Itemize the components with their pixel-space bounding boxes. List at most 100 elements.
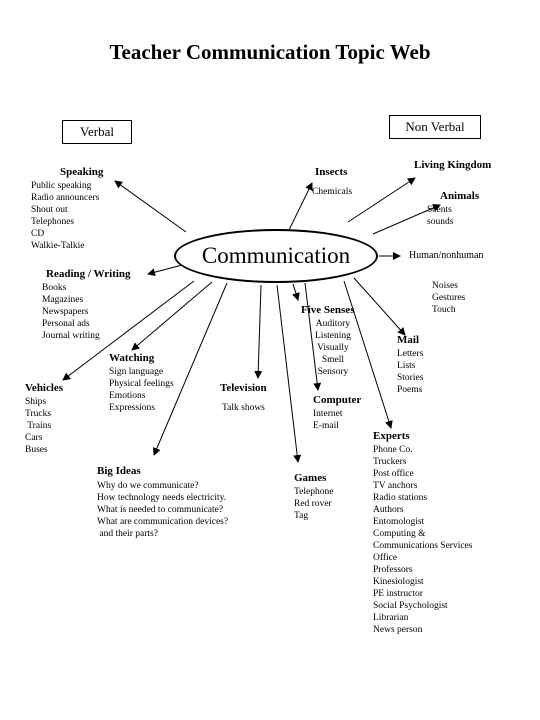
item-text: Trains <box>25 421 52 431</box>
item-text: Tag <box>294 511 309 521</box>
node-television-items: Talk shows <box>222 402 265 414</box>
item-text: Communications Services <box>373 541 473 551</box>
item-text: Magazines <box>42 295 84 305</box>
item-text: Public speaking <box>31 181 92 191</box>
node-reading-title: Reading / Writing <box>46 268 131 280</box>
edge-vehicles <box>62 280 195 381</box>
item-text: Cars <box>25 433 43 443</box>
item-text: Red rover <box>294 499 332 509</box>
edge-insects <box>288 182 313 231</box>
edge-speaking <box>114 180 187 233</box>
item-text: Social Psychologist <box>373 601 448 611</box>
item-text: Sensory <box>317 367 349 377</box>
edge-mail <box>353 277 406 336</box>
item-text: and their parts? <box>97 529 158 539</box>
hub-label: Communication <box>201 243 351 268</box>
item-text: Physical feelings <box>109 379 174 389</box>
item-text: Touch <box>432 305 456 315</box>
item-text: Personal ads <box>42 319 90 329</box>
item-text: PE instructor <box>373 589 423 599</box>
item-text: Letters <box>397 349 424 359</box>
edge-games <box>276 284 302 463</box>
edge-animals <box>372 204 441 235</box>
node-human-title: Human/nonhuman <box>409 250 484 261</box>
nonverbal-legend-box: Non Verbal <box>389 115 481 139</box>
item-text: Professors <box>373 565 413 575</box>
item-text: Entomologist <box>373 517 425 527</box>
item-text: Gestures <box>432 293 466 303</box>
node-five-senses-title: Five Senses <box>301 304 355 316</box>
item-text: Librarian <box>373 613 409 623</box>
item-text: Ships <box>25 397 47 407</box>
item-text: Office <box>373 553 398 563</box>
node-vehicles-title: Vehicles <box>25 382 64 394</box>
item-text: Expressions <box>109 403 155 413</box>
edge-big-ideas <box>153 282 228 456</box>
node-computer-title: Computer <box>313 394 362 406</box>
item-text: Radio announcers <box>31 193 100 203</box>
item-text: Scents <box>427 205 452 215</box>
item-text: Telephone <box>294 487 334 497</box>
edge-watching <box>131 281 213 351</box>
node-watching-title: Watching <box>109 352 155 364</box>
item-text: Noises <box>432 281 458 291</box>
item-text: News person <box>373 625 423 635</box>
item-text: Sign language <box>109 367 164 377</box>
item-text: Listening <box>315 331 351 341</box>
hub-ellipse <box>174 229 378 283</box>
item-text: Smell <box>321 355 345 365</box>
edge-reading <box>147 264 183 277</box>
item-text: Kinesiologist <box>373 577 424 587</box>
item-text: Computing & <box>373 529 426 539</box>
item-text: TV anchors <box>373 481 418 491</box>
item-text: Poems <box>397 385 423 395</box>
item-text: How technology needs electricity. <box>97 493 227 503</box>
edge-experts <box>343 280 393 429</box>
node-television-title: Television <box>220 382 267 394</box>
item-text: Auditory <box>315 319 351 329</box>
item-text: Shout out <box>31 205 68 215</box>
item-text: Telephones <box>31 217 75 227</box>
edge-five-senses <box>292 283 300 301</box>
item-text: Internet <box>313 409 343 419</box>
item-text: Trucks <box>25 409 52 419</box>
item-text: Radio stations <box>373 493 428 503</box>
node-speaking-title: Speaking <box>60 166 104 178</box>
item-text: Post office <box>373 469 414 479</box>
item-text: Truckers <box>373 457 407 467</box>
edge-computer <box>304 282 322 391</box>
item-text: E-mail <box>313 421 339 431</box>
item-text: Newspapers <box>42 307 89 317</box>
node-big-ideas-items: Why do we communicate? How technology nee… <box>97 480 228 540</box>
item-text: Talk shows <box>222 403 265 413</box>
item-text: Why do we communicate? <box>97 481 199 491</box>
item-text: Journal writing <box>42 331 100 341</box>
item-text: Phone Co. <box>373 445 413 455</box>
item-text: Visually <box>317 343 349 353</box>
item-text: Chemicals <box>312 187 353 197</box>
node-games-title: Games <box>294 472 327 484</box>
item-text: What are communication devices? <box>97 517 229 527</box>
item-text: Stories <box>397 373 424 383</box>
item-text: What is needed to communicate? <box>97 505 224 515</box>
node-mail-title: Mail <box>397 334 419 346</box>
node-living-kingdom-title: Living Kingdom <box>414 159 492 171</box>
item-text: Lists <box>397 361 416 371</box>
verbal-legend-box: Verbal <box>62 120 132 144</box>
item-text: CD <box>31 229 45 239</box>
edge-living <box>347 177 416 223</box>
node-experts-title: Experts <box>373 430 410 442</box>
item-text: Books <box>42 283 67 293</box>
node-big-ideas-title: Big Ideas <box>97 465 141 477</box>
